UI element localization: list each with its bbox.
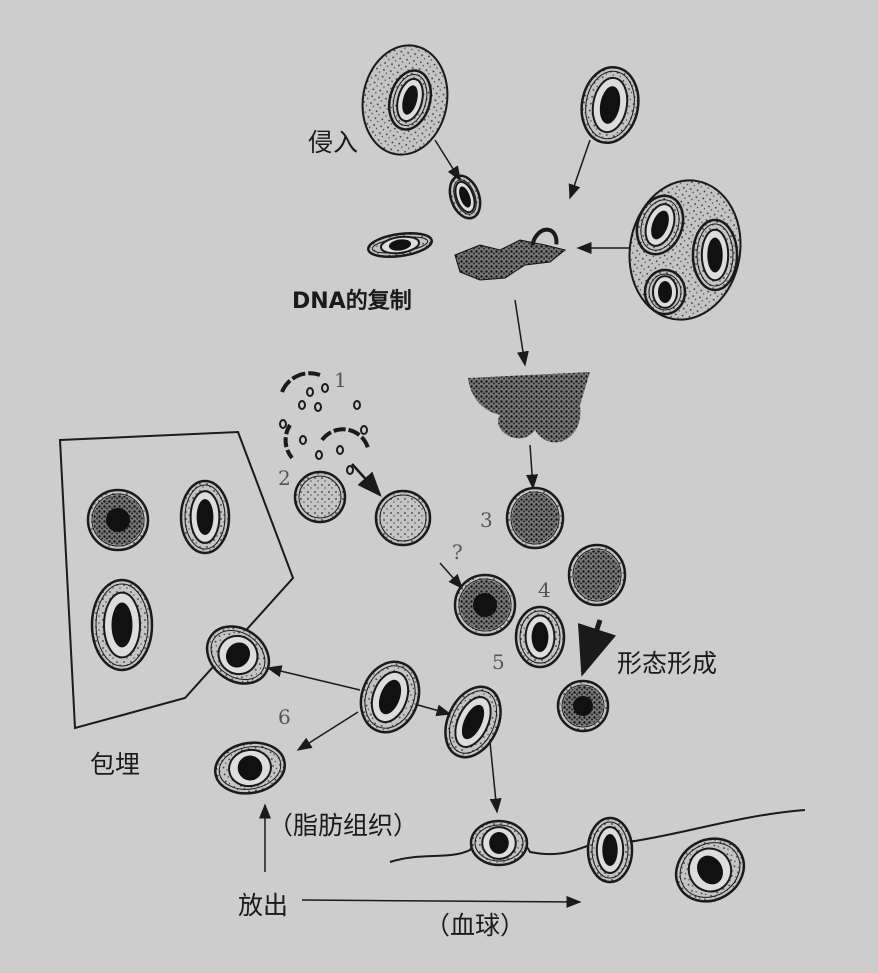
cell-center [359, 660, 421, 734]
spore-in-host-right-3 [643, 268, 687, 316]
spore-entering [448, 174, 482, 220]
arrow-morphogenesis [577, 619, 616, 677]
arrow-to-stage-3-mass [514, 299, 529, 367]
encapsulated-cell-2 [179, 479, 231, 555]
label-stage-5: 5 [492, 650, 505, 674]
label-stage-4: 4 [538, 578, 551, 602]
label-stage-6: 6 [278, 705, 291, 729]
arrow-to-question [439, 562, 463, 590]
label-stage-1: 1 [334, 368, 347, 392]
cell-stage-2 [293, 470, 347, 524]
spore-curled [530, 227, 559, 246]
cell-stage-2b [374, 489, 432, 547]
cell-stage-3 [505, 486, 565, 550]
cell-center-right [444, 685, 502, 759]
cell-crossing-vessel [586, 816, 634, 884]
arrow-to-stage-2b [351, 463, 382, 497]
spore-in-host-right-2 [691, 218, 739, 292]
cell-morphogenesis [556, 679, 610, 733]
arrow-to-stage-6 [296, 711, 359, 751]
label-invasion: 侵入 [308, 128, 359, 157]
arrow-to-encapsulation [266, 665, 361, 691]
blood-vessel-wall [389, 809, 806, 863]
cell-in-blood-vessel [469, 819, 529, 867]
label-blood-cells: （血球） [425, 911, 526, 940]
label-encapsulation: 包埋 [90, 750, 141, 779]
cell-stage-6 [214, 741, 286, 795]
spore-top-right [580, 66, 640, 144]
label-morphogenesis: 形态形成 [617, 649, 718, 678]
spore-in-host-right-1 [635, 194, 685, 256]
stage-3-mass [468, 372, 590, 443]
label-release: 放出 [238, 891, 289, 920]
cell-blood [674, 837, 746, 903]
arrow-top-right [568, 139, 591, 200]
arrow-to-blood-vessel [489, 741, 502, 814]
encapsulated-cell-1 [86, 488, 150, 552]
encapsulated-cell-3 [90, 578, 154, 672]
label-question: ? [452, 540, 463, 564]
arrow-center-right [417, 704, 452, 717]
arrow-to-stage-3 [526, 444, 539, 490]
cell-stage-4 [567, 543, 627, 607]
cell-stage-5 [514, 605, 566, 669]
arrow-invasion [434, 139, 461, 182]
label-dna-replication: DNA的复制 [292, 289, 412, 314]
rod-spore [367, 231, 433, 259]
label-adipose-tissue: （脂肪组织） [268, 811, 419, 840]
encapsulation-boundary [58, 430, 295, 730]
spore-in-host [387, 69, 433, 131]
cell-to-encapsulation [205, 625, 271, 685]
ruptured-cell-fragments [279, 371, 370, 475]
dna-replication-mass [454, 239, 567, 281]
arrow-release-right [301, 895, 582, 908]
cell-question [453, 573, 517, 637]
label-stage-2: 2 [278, 466, 291, 490]
label-stage-3: 3 [480, 508, 493, 532]
